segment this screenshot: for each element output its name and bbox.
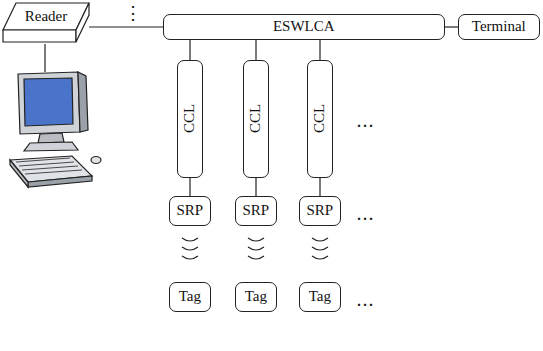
wave-stroke [312,256,328,259]
node-label: Reader [25,9,67,24]
node-label: SRP [242,203,269,218]
wave-stroke [182,256,198,259]
connector-line [189,178,190,196]
srp-box: SRP [235,196,277,226]
node-label: CCL [182,104,197,133]
node-label: ESWLCA [273,19,335,34]
connector-line [189,40,190,60]
connector-line [89,26,163,27]
ccl-box: CCL [307,60,333,178]
connector-line [255,178,256,196]
node-label: Tag [179,289,201,304]
srp-box: SRP [169,196,211,226]
cable-line [44,44,45,72]
tag-box: Tag [299,282,341,312]
reader-device: Reader [2,2,90,44]
ellipsis: … [356,205,374,223]
ccl-box: CCL [177,60,203,178]
wave-stroke [182,238,198,241]
ccl-box: CCL [243,60,269,178]
node-label: Tag [309,289,331,304]
node-label: Terminal [472,19,526,34]
ellipsis: … [356,291,374,309]
tag-box: Tag [235,282,277,312]
wave-stroke [182,247,198,250]
connector-line [319,40,320,60]
computer-icon [10,72,101,187]
connector-line [255,40,256,60]
connector-line [444,26,458,27]
wave-stroke [248,238,264,241]
ellipsis: … [356,112,374,130]
connector-line [319,178,320,196]
srp-box: SRP [299,196,341,226]
controller-box: ESWLCA [163,14,445,40]
node-label: CCL [248,104,263,133]
node-label: Tag [245,289,267,304]
vertical-ellipsis: ⋮ [124,4,142,22]
node-label: SRP [176,203,203,218]
node-label: SRP [306,203,333,218]
wave-stroke [248,256,264,259]
wave-stroke [312,238,328,241]
wave-stroke [312,247,328,250]
node-label: CCL [312,104,327,133]
terminal-box: Terminal [458,14,540,40]
tag-box: Tag [169,282,211,312]
wave-stroke [248,247,264,250]
